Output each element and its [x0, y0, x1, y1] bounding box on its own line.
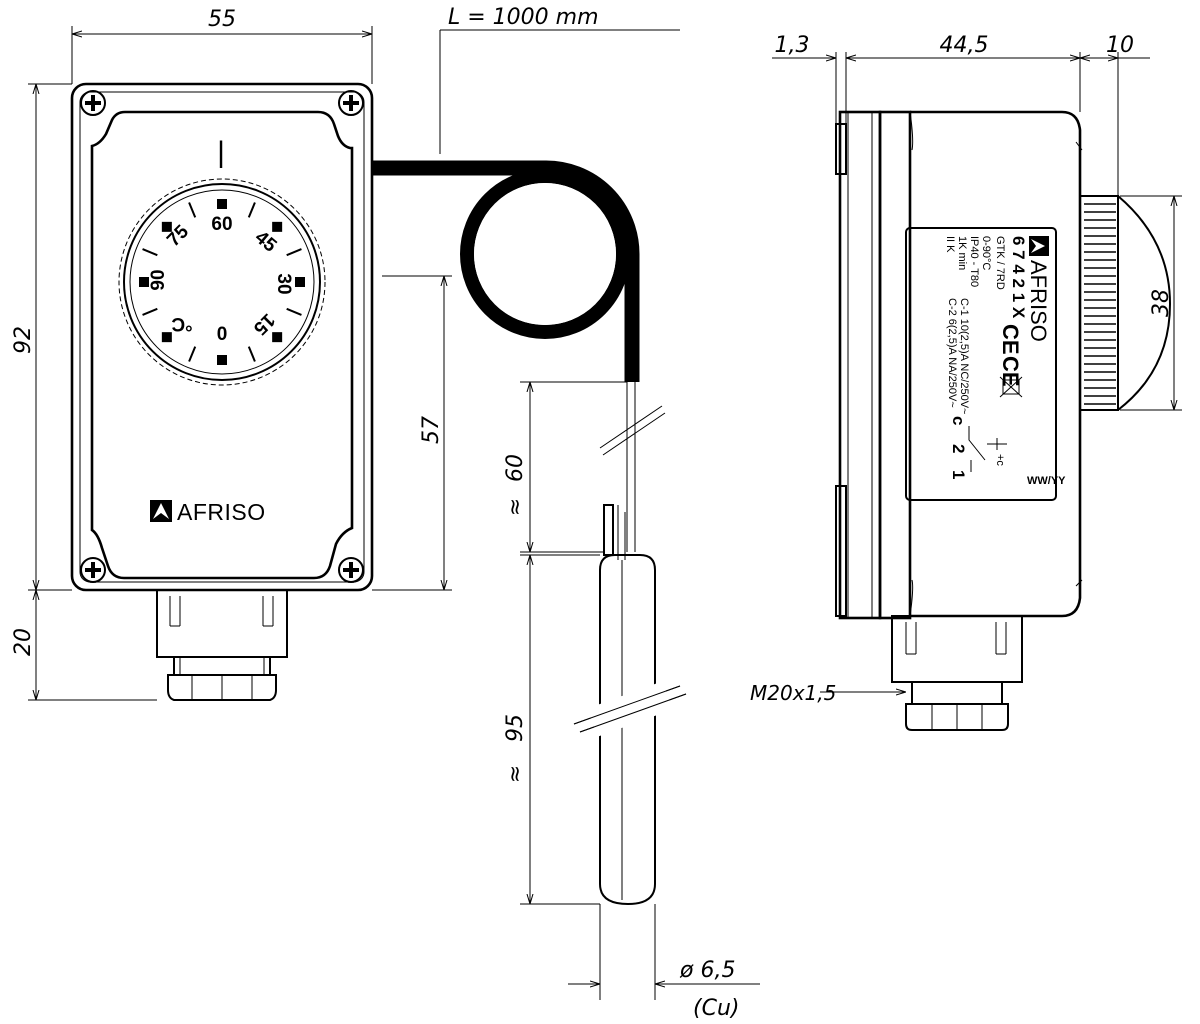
- dial-label-60: 60: [211, 214, 232, 235]
- dial-tick-marks: [139, 199, 305, 365]
- thread-label: M20x1,5: [750, 681, 836, 705]
- brand-label: AFRISO: [177, 499, 266, 525]
- side-view: AFRISO 6 7 4 2 1 X GTK / 7RD 0-90°C IP40…: [750, 33, 1182, 731]
- off-mark: |: [217, 136, 225, 169]
- dial-tick: [247, 346, 256, 362]
- cable-gland-side: [891, 615, 1023, 731]
- label-diff: 1K min: [956, 236, 968, 270]
- ce-mark-1: CE: [998, 324, 1023, 355]
- dim-height-label: 92: [11, 326, 36, 354]
- label-brand: AFRISO: [1026, 260, 1051, 342]
- front-view: | 60 45 30 15 0 °C 90 75 AFRISO: [11, 7, 452, 701]
- weee-icon: [999, 376, 1023, 398]
- temperature-dial[interactable]: 60 45 30 15 0 °C 90 75: [118, 178, 326, 386]
- dim-44-5-label: 44,5: [940, 33, 989, 58]
- capillary-tube: [372, 160, 640, 382]
- dial-square-marker: [161, 332, 172, 343]
- side-housing: [910, 110, 1082, 618]
- dial-square-marker: [161, 221, 172, 232]
- terminal-2: 2: [949, 444, 968, 453]
- label-code: 6 7 4 2 1 X: [1009, 236, 1028, 319]
- dial-label-30: 30: [273, 273, 294, 294]
- terminal-1: 1: [949, 470, 968, 479]
- afriso-logo: AFRISO: [150, 499, 266, 525]
- screw-top-left: [80, 90, 106, 116]
- dial-square-marker: [139, 277, 149, 287]
- dial-square-marker: [272, 332, 283, 343]
- dimensions-side: 1,3 44,5 10 38 M20x1,5: [750, 33, 1182, 705]
- label-c2: C-2 6(2,5)A NA/250V~: [946, 298, 958, 408]
- material-label: (Cu): [693, 996, 739, 1021]
- label-model: GTK / 7RD: [994, 236, 1006, 290]
- dial-square-marker: [272, 221, 283, 232]
- dimensions-front: 55 92 20 57: [11, 7, 452, 701]
- dial-square-marker: [295, 277, 305, 287]
- dial-tick: [247, 202, 256, 218]
- cable-gland-front: [156, 589, 288, 701]
- label-range: 0-90°C: [980, 236, 992, 270]
- capillary-probe: L = 1000 mm 60 ≈ 95 ≈ ø 6,5 (Cu): [372, 5, 760, 1021]
- dial-square-marker: [217, 199, 227, 209]
- dial-tick: [142, 307, 158, 316]
- dial-label-0: 0: [217, 324, 228, 345]
- screw-top-right: [338, 90, 364, 116]
- svg-text:+c: +c: [994, 454, 1006, 466]
- capillary-length-label: L = 1000 mm: [448, 5, 599, 30]
- dial-tick: [188, 202, 197, 218]
- dim-1-3-label: 1,3: [775, 33, 810, 58]
- diameter-label: ø 6,5: [679, 958, 735, 983]
- dim-10-label: 10: [1106, 33, 1134, 58]
- dim-width-label: 55: [208, 7, 236, 32]
- dim-60-label: 60: [503, 454, 528, 482]
- label-c1: C-1 10(2,5)A NC/250V~: [958, 298, 970, 414]
- dim-probe-position-label: 57: [419, 416, 444, 444]
- dim-bottom-label: 20: [11, 628, 36, 656]
- label-class: II K: [944, 236, 956, 253]
- housing-inner: [79, 91, 365, 583]
- side-knob: [1079, 195, 1172, 411]
- dim-95-approx: ≈: [503, 765, 528, 783]
- switch-symbol: [968, 426, 1007, 472]
- screw-bottom-left: [80, 557, 106, 583]
- dim-95-label: 95: [503, 714, 528, 742]
- dial-tick: [142, 248, 158, 257]
- dim-60-approx: ≈: [503, 498, 528, 516]
- label-date: WW/YY: [1027, 475, 1066, 487]
- cover-panel: [90, 110, 354, 580]
- capillary-loop: [460, 169, 630, 339]
- dial-label-unit: °C: [171, 313, 193, 334]
- label-ip: IP40 - T80: [968, 236, 980, 287]
- dial-tick: [286, 248, 302, 257]
- rating-label: AFRISO 6 7 4 2 1 X GTK / 7RD 0-90°C IP40…: [905, 227, 1066, 501]
- dim-38-label: 38: [1149, 289, 1174, 317]
- terminal-c: c: [949, 416, 968, 425]
- dial-tick: [286, 307, 302, 316]
- screw-bottom-right: [338, 557, 364, 583]
- dial-tick: [188, 346, 197, 362]
- dial-label-90: 90: [148, 269, 169, 290]
- dial-square-marker: [217, 355, 227, 365]
- probe-sensor: [599, 554, 656, 906]
